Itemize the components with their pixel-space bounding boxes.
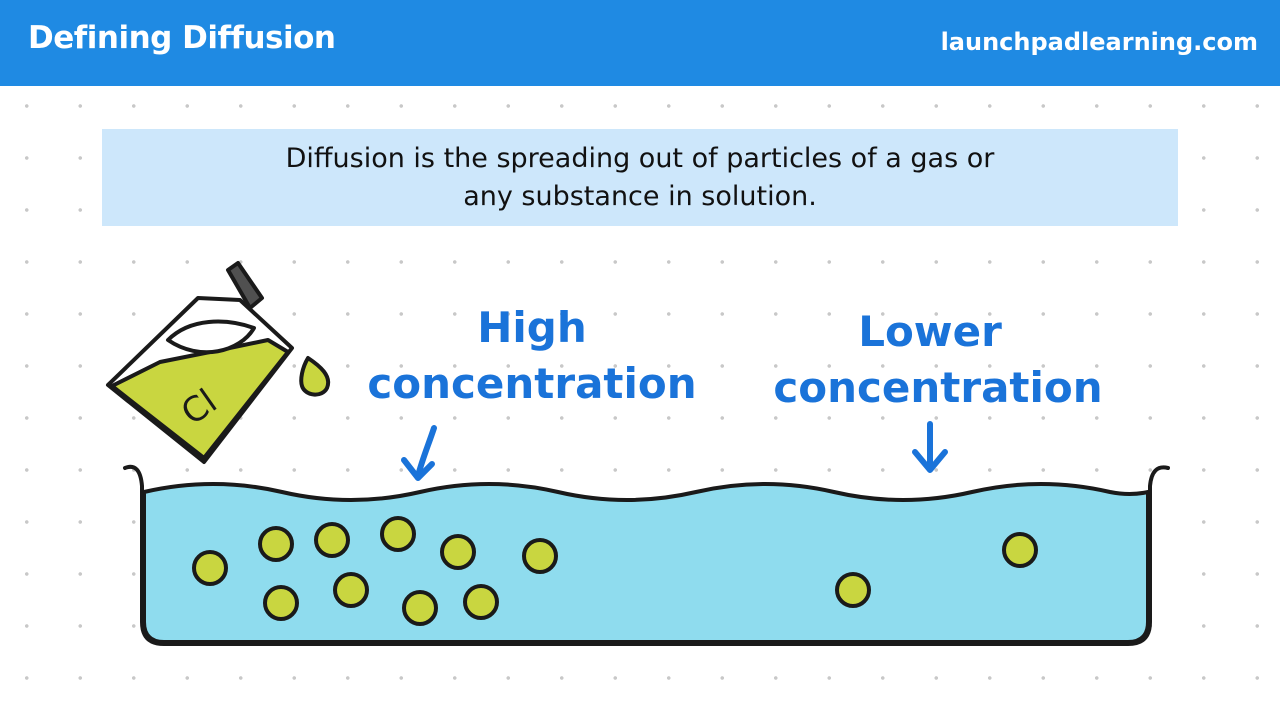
low-arrow-icon	[912, 421, 948, 473]
jug-opening	[166, 319, 256, 355]
header-bar: Defining Diffusion launchpadlearning.com	[0, 0, 1280, 86]
definition-text: Diffusion is the spreading out of partic…	[285, 142, 995, 212]
high-label-line1: High	[477, 303, 587, 352]
low-label-line2: concentration	[773, 363, 1102, 412]
high-arrow-icon	[401, 425, 437, 481]
particle	[333, 572, 369, 608]
particle	[380, 516, 416, 552]
high-label-line2: concentration	[367, 359, 696, 408]
jug-liquid	[110, 338, 290, 460]
particle	[258, 526, 294, 562]
particle	[1002, 532, 1038, 568]
particle	[402, 590, 438, 626]
chlorine-jug-icon: Cl	[106, 261, 294, 464]
particles	[192, 516, 1038, 626]
particle	[314, 522, 350, 558]
low-label-line1: Lower	[858, 307, 1002, 356]
page-title: Defining Diffusion	[28, 20, 336, 56]
droplet-icon	[299, 356, 331, 397]
particle	[463, 584, 499, 620]
definition-box: Diffusion is the spreading out of partic…	[102, 129, 1178, 226]
particle	[440, 534, 476, 570]
site-link[interactable]: launchpadlearning.com	[940, 28, 1258, 56]
water	[142, 482, 1150, 644]
particle	[263, 585, 299, 621]
particle	[522, 538, 558, 574]
particle	[835, 572, 871, 608]
tank-wall	[123, 464, 1170, 646]
particle	[192, 550, 228, 586]
jug-handle	[226, 261, 264, 310]
